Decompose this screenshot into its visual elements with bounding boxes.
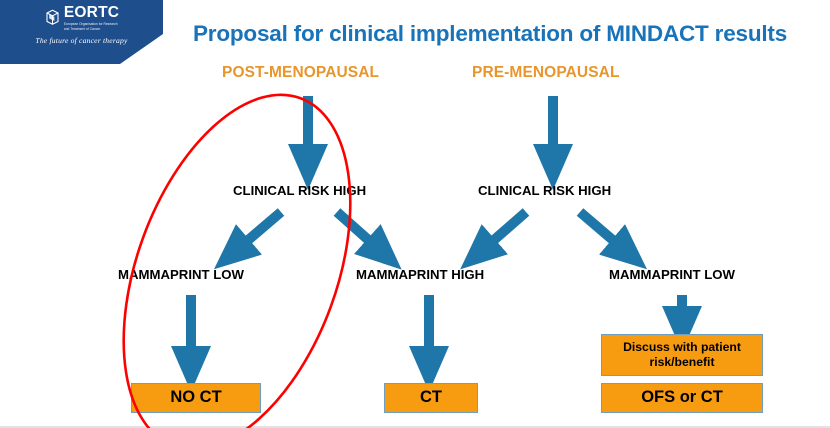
outcome-box-discuss-with-patient[interactable]: Discuss with patient risk/benefit [601,334,763,376]
arrow-post-risk-to-mp-low [213,208,285,270]
outcome-box-ofs-or-ct[interactable]: OFS or CT [601,383,763,413]
node-mammaprint-low-post: MAMMAPRINT LOW [118,267,244,282]
node-clinical-risk-high-post: CLINICAL RISK HIGH [233,183,367,198]
eortc-cube-logo-icon [44,9,61,26]
eortc-subtitle-line1: European Organisation for Research [63,21,118,26]
outcome-box-no-ct[interactable]: NO CT [131,383,261,413]
slide-bottom-rule [0,426,830,428]
node-clinical-risk-high-pre: CLINICAL RISK HIGH [478,183,612,198]
group-label-pre-menopausal: PRE-MENOPAUSAL [472,64,620,81]
group-label-post-menopausal: POST-MENOPAUSAL [222,64,380,81]
eortc-logo: EORTC European Organisation for Research… [44,5,119,31]
arrow-pre-risk-to-mp-low [576,208,648,270]
arrow-pre-risk-to-mp-high [460,208,530,270]
arrow-post-risk-to-mp-high [333,208,402,270]
node-mammaprint-high: MAMMAPRINT HIGH [356,267,485,282]
outcome-box-ct[interactable]: CT [384,383,478,413]
node-mammaprint-low-pre: MAMMAPRINT LOW [609,267,735,282]
eortc-tagline: The future of cancer therapy [35,35,128,45]
eortc-wordmark: EORTC [63,4,120,21]
page-title: Proposal for clinical implementation of … [192,21,788,46]
eortc-subtitle-line2: and Treatment of Cancer [63,26,101,31]
